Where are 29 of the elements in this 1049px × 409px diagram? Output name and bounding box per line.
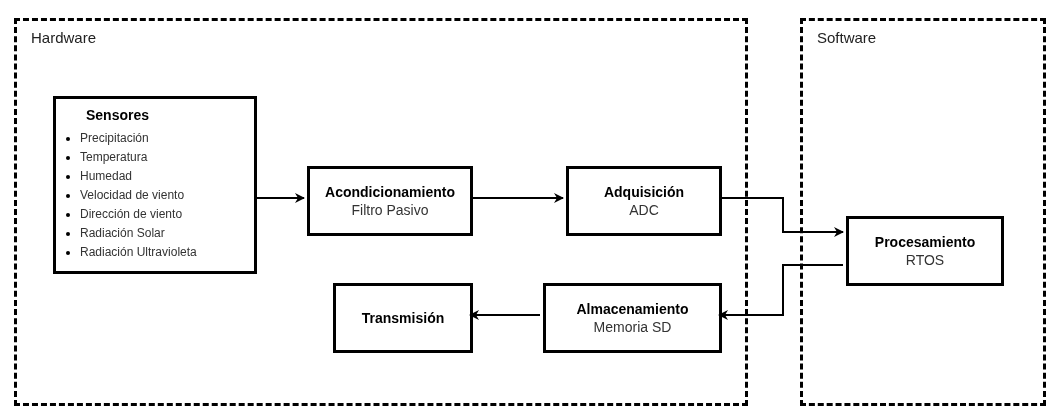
arrow [718, 264, 844, 320]
dashed-region [14, 18, 748, 406]
box-title: Procesamiento [874, 233, 976, 251]
process-box [566, 166, 722, 236]
list-item: Temperatura [80, 149, 148, 166]
list-item: Velocidad de viento [80, 187, 185, 204]
process-box [846, 216, 1004, 286]
box-title: Almacenamiento [576, 300, 689, 318]
box-subtitle: Memoria SD [593, 318, 672, 336]
process-box [53, 96, 257, 274]
region-title: Hardware [31, 28, 97, 48]
list-item: Humedad [80, 168, 133, 185]
dashed-region [800, 18, 1046, 406]
arrow [469, 310, 541, 320]
box-title: Acondicionamiento [325, 183, 455, 201]
list-item: Precipitación [80, 130, 149, 147]
region-title: Software [817, 28, 877, 48]
box-subtitle: Filtro Pasivo [351, 201, 429, 219]
list-item: Dirección de viento [80, 206, 183, 223]
box-title: Sensores [86, 107, 150, 123]
process-box [543, 283, 722, 353]
process-box [307, 166, 473, 236]
box-subtitle: ADC [629, 201, 659, 219]
box-title: Transmisión [361, 309, 445, 327]
list-item: Radiación Solar [80, 225, 165, 242]
process-box [333, 283, 473, 353]
list-item: Radiación Ultravioleta [80, 244, 197, 261]
box-title: Adquisición [603, 183, 685, 201]
box-subtitle: RTOS [905, 251, 945, 269]
